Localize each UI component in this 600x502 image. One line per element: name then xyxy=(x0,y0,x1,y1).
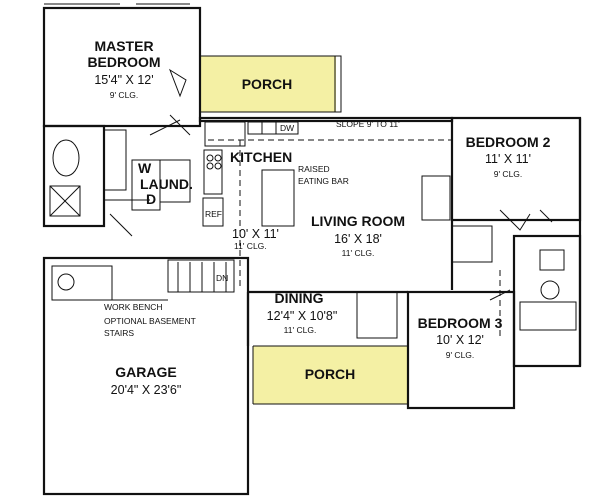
master-bedroom-label-1: MASTER xyxy=(94,38,153,54)
master-bedroom-ceiling: 9' CLG. xyxy=(110,90,139,100)
living-room xyxy=(239,140,493,290)
hall-bath xyxy=(499,234,582,368)
living-room-ceiling: 11' CLG. xyxy=(342,248,375,258)
porch-top-fill xyxy=(199,56,336,112)
bedroom-2-label: BEDROOM 2 xyxy=(466,134,551,150)
bedroom-2-ceiling: 9' CLG. xyxy=(494,169,523,179)
living-room-label: LIVING ROOM xyxy=(311,213,405,229)
raised-bar-label-2: EATING BAR xyxy=(298,176,349,186)
ref-label: REF xyxy=(205,209,222,219)
porch-bottom-label: PORCH xyxy=(305,366,356,382)
bedroom-3 xyxy=(406,289,516,410)
basement-stairs-label-2: STAIRS xyxy=(104,328,134,338)
dw-label: DW xyxy=(280,123,294,133)
kitchen-label: KITCHEN xyxy=(230,149,292,165)
kitchen-ceiling: 11' CLG. xyxy=(234,241,267,251)
master-bedroom-label-2: BEDROOM xyxy=(87,54,160,70)
porch-bottom-fill xyxy=(253,346,408,404)
work-bench-label: WORK BENCH xyxy=(104,302,163,312)
porch-top-label: PORCH xyxy=(242,76,293,92)
master-bedroom-dims: 15'4" X 12' xyxy=(94,73,153,87)
dining-ceiling: 11' CLG. xyxy=(284,325,317,335)
laundry-label: LAUND. xyxy=(140,176,193,192)
raised-bar-label-1: RAISED xyxy=(298,164,330,174)
garage xyxy=(42,256,250,496)
dining-dims: 12'4" X 10'8" xyxy=(267,309,338,323)
bedroom-2-dims: 11' X 11' xyxy=(485,152,531,166)
bedroom-3-dims: 10' X 12' xyxy=(436,333,484,347)
porch-bottom xyxy=(252,346,408,405)
living-room-dims: 16' X 18' xyxy=(334,232,382,246)
dining-label: DINING xyxy=(275,290,324,306)
bedroom-3-ceiling: 9' CLG. xyxy=(446,350,475,360)
garage-dims: 20'4" X 23'6" xyxy=(111,383,182,397)
master-bath xyxy=(42,114,191,237)
basement-stairs-label-1: OPTIONAL BASEMENT xyxy=(104,316,196,326)
master-bedroom xyxy=(42,3,202,128)
porch-top xyxy=(200,55,342,113)
slope-label: SLOPE 9' TO 11' xyxy=(336,119,400,129)
laundry-d-label: D xyxy=(146,191,156,207)
laundry-room xyxy=(131,159,191,211)
laundry-w-label: W xyxy=(138,160,152,176)
garage-label: GARAGE xyxy=(115,364,176,380)
dn-label: DN xyxy=(216,273,228,283)
kitchen-dims: 10' X 11' xyxy=(232,227,279,241)
bedroom-3-label: BEDROOM 3 xyxy=(418,315,503,331)
